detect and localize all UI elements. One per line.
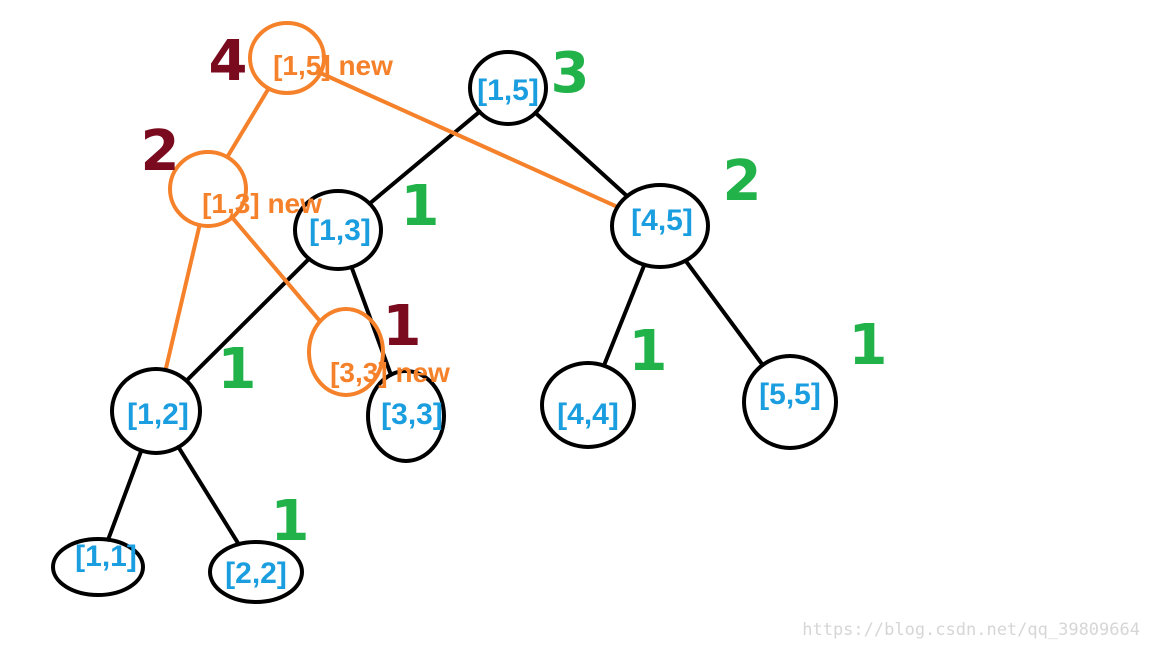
new-edge-n-1-3-to-1-2: [163, 223, 202, 372]
node-count-n-3-3: 1: [383, 294, 422, 359]
node-circle-n-1-5: [248, 21, 326, 95]
node-label-n-1-3: [1,3] new: [202, 188, 322, 219]
node-label-2-2: [2,2]: [225, 557, 287, 590]
node-label-4-4: [4,4]: [557, 398, 619, 431]
node-count-n-1-5: 4: [209, 29, 248, 94]
node-count-1-2: 1: [218, 337, 257, 402]
node-count-4-4: 1: [629, 319, 668, 384]
tree-edge-4-5-to-4-4: [601, 262, 647, 368]
node-circle-4-5: [610, 183, 710, 269]
tree-edge-1-2-to-1-1: [106, 448, 144, 542]
node-label-1-2: [1,2]: [127, 398, 189, 431]
tree-edge-1-3-to-1-2: [184, 256, 311, 383]
node-label-1-1: [1,1]: [75, 540, 137, 573]
labels-layer: [1,5] [1,3] [4,5] [1,2] [3,3] [4,4] [5,5] [1,1]…: [75, 50, 821, 590]
node-label-4-5: [4,5]: [631, 204, 693, 237]
node-label-5-5: [5,5]: [759, 378, 821, 411]
node-count-n-1-3: 2: [141, 119, 180, 184]
tree-edge-1-5-to-4-5: [533, 110, 630, 199]
edges-layer: [106, 71, 765, 547]
node-circle-3-3: [366, 369, 446, 463]
node-circle-n-3-3: [307, 307, 385, 397]
new-edge-n-1-3-to-n-3-3: [230, 215, 323, 324]
node-count-2-2: 1: [271, 489, 310, 554]
new-edge-n-1-5-to-4-5: [318, 71, 620, 209]
node-circle-1-1: [51, 537, 145, 597]
node-circle-n-1-3: [168, 150, 248, 228]
node-circle-1-2: [110, 367, 202, 455]
node-label-3-3: [3,3]: [381, 398, 443, 431]
node-circle-4-4: [540, 361, 636, 449]
node-circle-1-5: [468, 50, 548, 126]
node-count-1-3: 1: [401, 174, 440, 239]
node-count-4-5: 2: [723, 149, 762, 214]
watermark: https://blog.csdn.net/qq_39809664: [802, 620, 1140, 640]
node-label-1-3: [1,3]: [309, 214, 371, 247]
new-edge-n-1-5-to-n-1-3: [225, 86, 271, 160]
circles-layer: [51, 21, 838, 604]
node-label-1-5: [1,5]: [477, 74, 539, 107]
node-circle-2-2: [208, 540, 304, 604]
node-circle-5-5: [742, 354, 838, 450]
node-circle-1-3: [293, 189, 383, 271]
node-label-n-1-5: [1,5] new: [273, 50, 393, 81]
node-count-1-5: 3: [551, 41, 590, 106]
tree-edge-1-2-to-2-2: [176, 445, 241, 547]
node-count-5-5: 1: [849, 313, 888, 378]
tree-edge-1-5-to-1-3: [367, 109, 482, 206]
node-label-n-3-3: [3,3] new: [330, 357, 450, 388]
tree-edge-4-5-to-5-5: [683, 258, 765, 367]
